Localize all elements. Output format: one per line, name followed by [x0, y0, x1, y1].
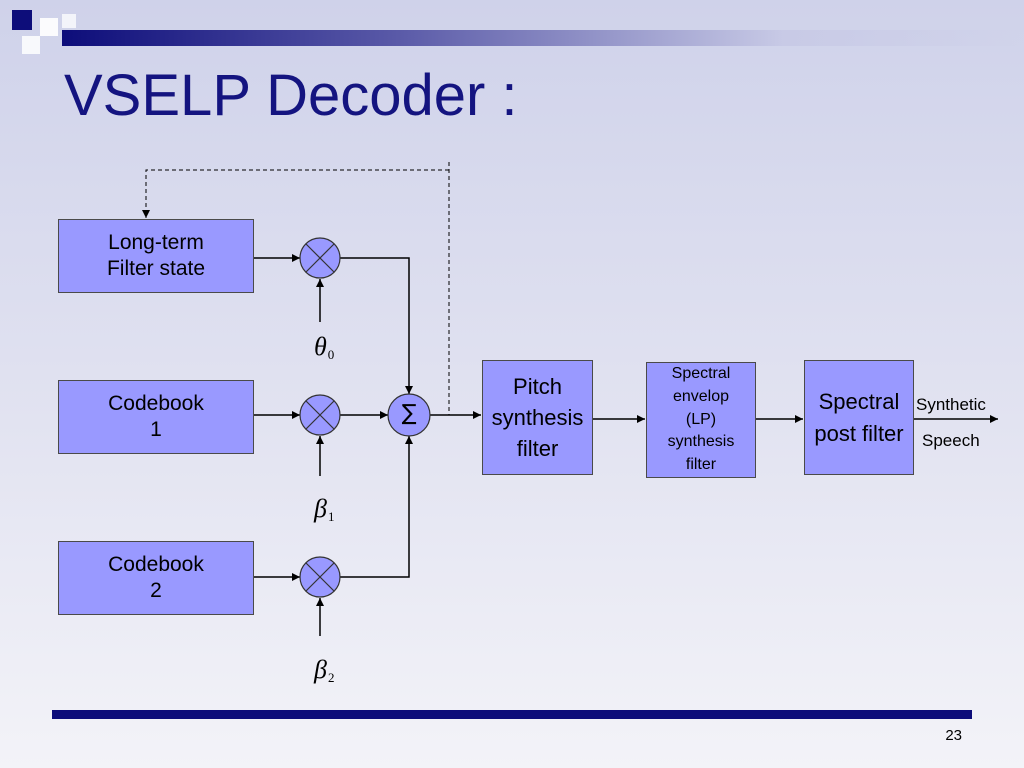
block-line: synthesis	[491, 404, 584, 430]
block-line: filter	[516, 436, 559, 462]
feedback-dashed-line	[146, 162, 450, 415]
block-line: (LP)	[685, 410, 717, 428]
block-line: filter	[685, 456, 717, 474]
gain-symbol: β	[314, 655, 327, 684]
bottom-rule	[52, 710, 972, 719]
block-line: synthesis	[667, 433, 735, 451]
block-line: Spectral	[671, 365, 731, 383]
output-label-speech: Speech	[922, 431, 980, 450]
slide-title: VSELP Decoder :	[64, 63, 518, 128]
block-line: 2	[150, 579, 162, 602]
gain-theta0-label: θ0	[314, 332, 334, 363]
gain-subscript: 1	[327, 509, 335, 524]
connector-mult0-to-sum	[340, 257, 413, 394]
multiplier-icon	[299, 556, 341, 598]
gain-subscript: 2	[327, 670, 335, 685]
gain-symbol: θ	[314, 332, 327, 361]
gain-subscript: 0	[327, 347, 335, 362]
block-line: Filter state	[106, 257, 206, 280]
multiplier-icon	[299, 237, 341, 279]
block-line: Long-term	[108, 231, 204, 255]
block-line: post filter	[814, 420, 904, 446]
block-line: Spectral	[818, 389, 900, 415]
gain-beta2-label: β2	[314, 655, 334, 686]
block-line: Codebook	[108, 553, 204, 577]
corner-square-light	[22, 36, 40, 54]
gain-symbol: β	[314, 494, 327, 523]
summer-symbol: ∑	[401, 401, 417, 426]
corner-square-light	[40, 18, 58, 36]
block-line: envelop	[672, 387, 730, 405]
block-line: Pitch	[513, 373, 562, 399]
multiplier-icon	[299, 394, 341, 436]
summation-icon	[387, 393, 431, 437]
output-label-synthetic: Synthetic	[916, 395, 986, 414]
top-gradient-bar	[62, 30, 1024, 46]
spectral-post-filter-block: Spectral post filter	[804, 360, 914, 475]
connector-mult2-to-sum	[340, 436, 413, 578]
spectral-envelope-lp-synthesis-filter-block: Spectral envelop (LP) synthesis filter	[646, 362, 756, 478]
page-number: 23	[945, 727, 962, 744]
corner-square-light	[62, 14, 76, 28]
corner-square-navy	[12, 10, 32, 30]
gain-beta1-label: β1	[314, 494, 334, 525]
block-line: Codebook	[108, 392, 204, 416]
block-line: 1	[150, 418, 162, 441]
pitch-synthesis-filter-block: Pitch synthesis filter	[482, 360, 593, 475]
